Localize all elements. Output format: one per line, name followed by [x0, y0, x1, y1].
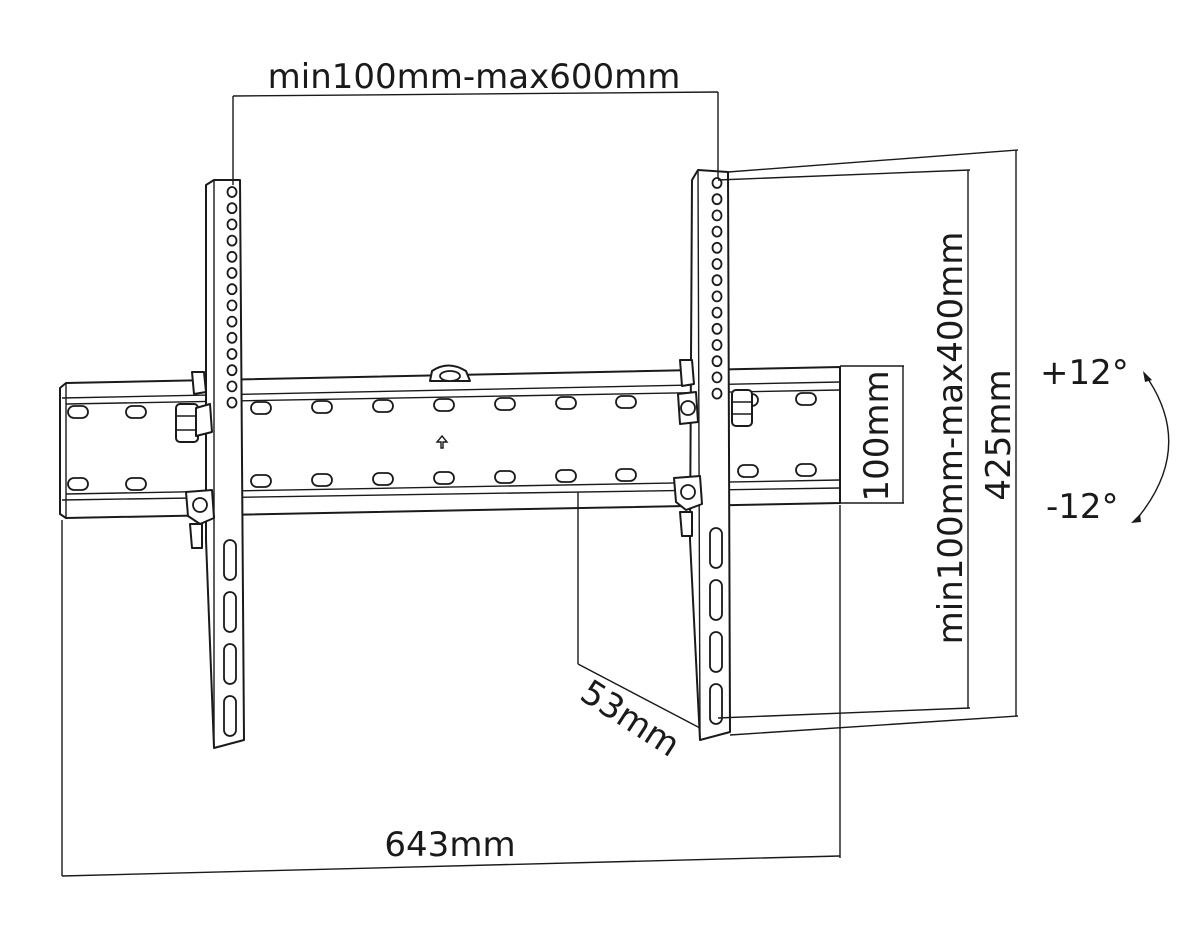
vesa-height-label: min100mm-max400mm — [931, 232, 971, 645]
right-bracket-hole-8 — [711, 306, 723, 319]
right-lock-bolt — [673, 475, 703, 511]
left-bracket-hole-10 — [226, 348, 238, 360]
left-clip — [189, 371, 207, 549]
left-bracket-hole-6 — [226, 283, 238, 296]
right-bracket-hole-13 — [711, 387, 723, 400]
right-bracket-hole-12 — [711, 371, 723, 384]
right-bracket-hole-11 — [711, 355, 723, 368]
right-bracket-hole-5 — [711, 258, 723, 270]
right-tilt-knob — [677, 389, 753, 427]
left-tilt-knob — [175, 403, 213, 443]
left-bracket-hole-4 — [226, 250, 238, 263]
right-bracket-hole-4 — [711, 241, 723, 254]
left-bracket-hole-3 — [226, 234, 238, 247]
vesa-width-label: min100mm-max600mm — [268, 57, 681, 97]
left-bracket-hole-0 — [226, 186, 238, 198]
left-bracket-hole-5 — [226, 267, 238, 279]
right-bracket-hole-2 — [711, 209, 723, 222]
rail-height-label: 100mm — [857, 370, 897, 501]
right-clip — [679, 359, 695, 537]
up-arrow-icon — [435, 434, 449, 449]
bracket-height-label: 425mm — [979, 369, 1019, 500]
tilt-up-label: +12° — [1040, 353, 1129, 393]
right-bracket-hole-7 — [711, 290, 723, 303]
total-width-label: 643mm — [384, 825, 515, 865]
rail-slots — [67, 392, 817, 491]
tilt-down-label: -12° — [1046, 487, 1119, 527]
left-bracket-hole-9 — [226, 331, 238, 344]
left-bracket-hole-13 — [226, 396, 238, 409]
left-bracket — [205, 179, 245, 749]
left-lock-bolt — [185, 489, 215, 525]
right-bracket-hole-3 — [711, 225, 723, 238]
tilt-arc — [1131, 371, 1170, 523]
left-bracket-hole-11 — [226, 364, 238, 377]
dimension-lines — [61, 91, 1019, 877]
top-hanger — [429, 364, 471, 382]
right-bracket-hole-6 — [711, 274, 723, 287]
left-bracket-hole-8 — [226, 315, 238, 328]
left-bracket-hole-12 — [226, 380, 238, 393]
right-bracket-hole-1 — [711, 193, 723, 206]
left-bracket-hole-2 — [226, 218, 238, 231]
left-bracket-hole-1 — [226, 202, 238, 215]
depth-label: 53mm — [573, 672, 687, 765]
right-bracket-hole-9 — [711, 322, 723, 335]
right-bracket-hole-10 — [711, 339, 723, 351]
left-bracket-hole-7 — [226, 299, 238, 312]
right-bracket — [689, 169, 731, 741]
